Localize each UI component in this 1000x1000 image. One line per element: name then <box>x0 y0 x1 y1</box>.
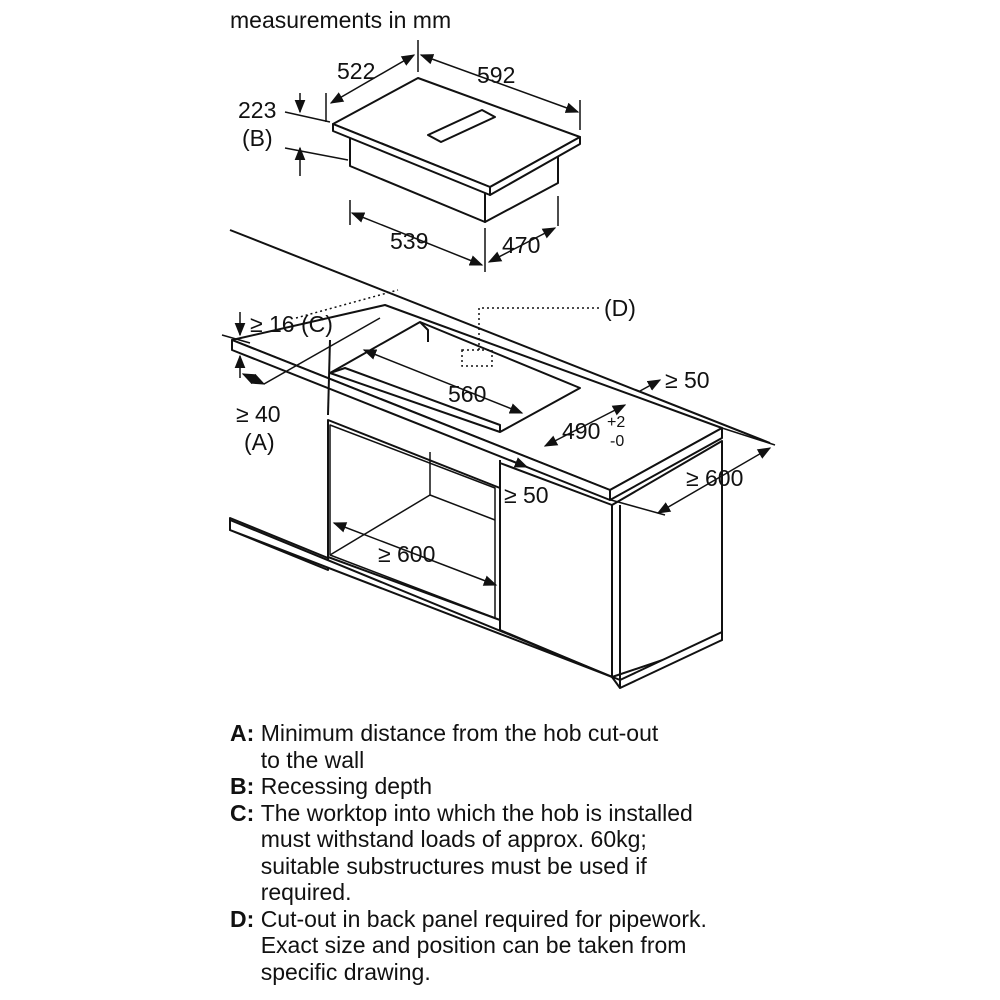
hob-width-label: 592 <box>477 62 515 88</box>
page-title: measurements in mm <box>230 7 451 33</box>
legend-key: D: <box>230 905 261 932</box>
legend-item-c: C: The worktop into which the hob is ins… <box>230 800 970 906</box>
legend-item-d: D: Cut-out in back panel required for pi… <box>230 906 970 986</box>
hob-top-edge-side <box>489 136 581 196</box>
cutout-depth-label: 490 <box>562 418 600 444</box>
worktop-thickness-label: ≥ 16 (C) <box>250 311 333 337</box>
installation-diagram: measurements in mm 522 592 223 (B) 539 4… <box>221 7 776 689</box>
legend-text: Minimum distance from the hob cut-out to… <box>260 720 659 773</box>
hob-body-depth-label: 470 <box>502 232 540 258</box>
legend-key: C: <box>230 799 261 826</box>
legend-text: Recessing depth <box>260 773 433 799</box>
hob-depth-label: 522 <box>337 58 375 84</box>
legend-item-a: A: Minimum distance from the hob cut-out… <box>230 720 970 773</box>
cutout-tolerance-minus: -0 <box>610 433 624 450</box>
side-clearance-front-label: ≥ 50 <box>504 482 549 508</box>
kitchen-unit-drawing <box>229 229 771 689</box>
wall-distance-ref: (A) <box>244 429 275 455</box>
hob-height-ref: (B) <box>242 125 273 151</box>
oven-opening <box>329 424 496 619</box>
installation-dimensions <box>221 312 776 586</box>
cabinet-bottom <box>229 519 723 689</box>
legend-text: The worktop into which the hob is instal… <box>260 799 693 906</box>
cutout-tolerance-plus: +2 <box>607 414 625 431</box>
hob-dimensions <box>284 40 581 272</box>
legend: A: Minimum distance from the hob cut-out… <box>230 720 970 985</box>
cabinet-width-label: ≥ 600 <box>378 541 435 567</box>
backpanel-ref-label: (D) <box>604 295 636 321</box>
side-clearance-back-label: ≥ 50 <box>665 367 710 393</box>
legend-key: A: <box>230 720 261 746</box>
legend-item-b: B: Recessing depth <box>230 773 970 800</box>
wall-distance-label: ≥ 40 <box>236 401 281 427</box>
cutout-width-label: 560 <box>448 381 486 407</box>
cabinet-middle <box>327 419 501 621</box>
worktop-depth-label: ≥ 600 <box>686 465 743 491</box>
legend-key: B: <box>230 773 261 799</box>
hob-body-width-label: 539 <box>390 228 428 254</box>
legend-text: Cut-out in back panel required for pipew… <box>260 905 707 985</box>
hob-height-label: 223 <box>238 97 276 123</box>
hob-extraction-vent <box>427 109 496 143</box>
